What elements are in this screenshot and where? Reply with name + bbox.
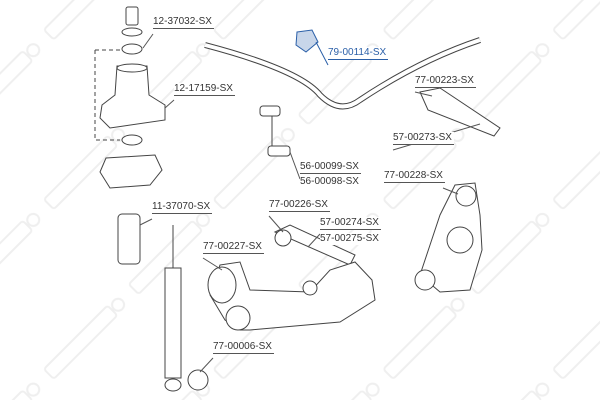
stabilizer-bushing	[295, 29, 319, 53]
part-label-12-37032[interactable]: 12-37032-SX	[153, 16, 214, 29]
part-label-57-00275[interactable]: 57-00275-SX	[320, 233, 381, 245]
part-label-56-00099[interactable]: 56-00099-SX	[300, 161, 361, 174]
part-label-77-00227[interactable]: 77-00227-SX	[203, 241, 264, 254]
upper-link	[273, 224, 356, 266]
part-label-56-00098[interactable]: 56-00098-SX	[300, 176, 361, 188]
part-label-77-00228[interactable]: 77-00228-SX	[384, 170, 445, 183]
part-label-11-37070[interactable]: 11-37070-SX	[152, 201, 213, 214]
control-arm-right	[419, 87, 501, 137]
strut-mount-assembly	[94, 6, 166, 265]
part-label-77-00223[interactable]: 77-00223-SX	[415, 75, 476, 88]
bushing	[187, 369, 209, 391]
stabilizer-link	[259, 105, 291, 157]
part-label-57-00274[interactable]: 57-00274-SX	[320, 217, 381, 230]
part-label-77-00006[interactable]: 77-00006-SX	[213, 341, 274, 354]
part-label-12-17159[interactable]: 12-17159-SX	[174, 83, 235, 96]
part-label-57-00273[interactable]: 57-00273-SX	[393, 132, 454, 145]
part-label-77-00226[interactable]: 77-00226-SX	[269, 199, 330, 212]
part-label-79-00114[interactable]: 79-00114-SX	[328, 47, 389, 60]
shock-absorber	[164, 225, 182, 392]
